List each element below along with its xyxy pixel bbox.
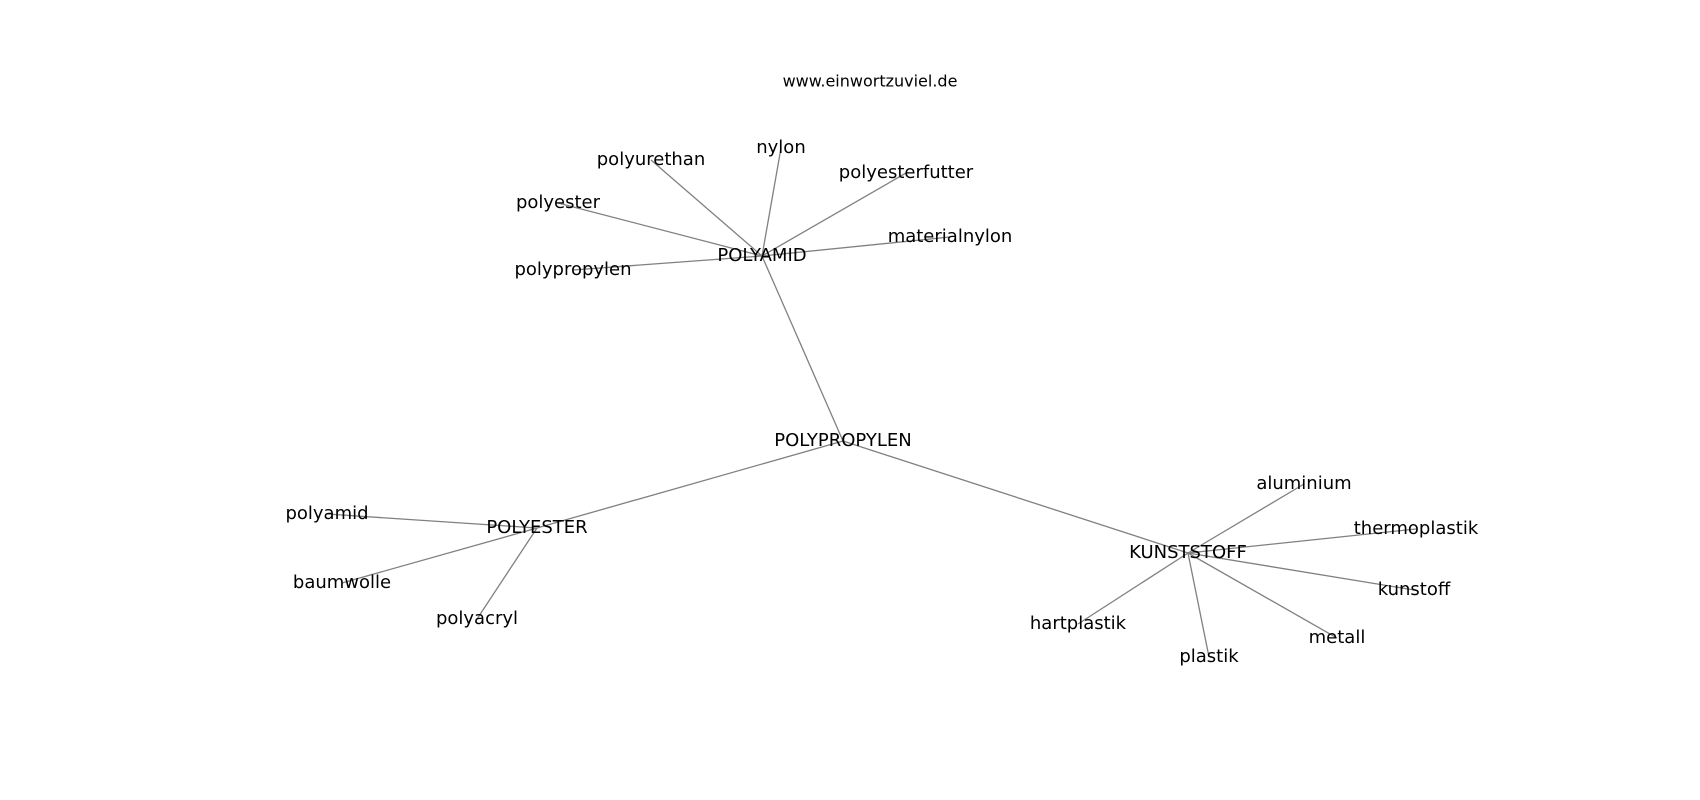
edge-polyamid-polyesterfutter	[761, 172, 907, 257]
edge-polyamid-materialnylon	[761, 236, 951, 257]
edge-polyester-polyamid	[326, 513, 538, 529]
node-label-polyamid: POLYAMID	[717, 245, 806, 266]
node-label-hartplastik: hartplastik	[1030, 613, 1127, 634]
node-label-thermoplastik: thermoplastik	[1354, 518, 1479, 539]
edge-polypropylen-polyester	[536, 440, 844, 529]
edge-polyester-baumwolle	[341, 527, 538, 584]
nodes-layer: POLYPROPYLEN POLYAMID POLYESTER KUNSTSTOFF p…	[285, 137, 1478, 667]
edge-kunststoff-hartplastik	[1077, 552, 1189, 625]
edge-kunststoff-aluminium	[1187, 483, 1305, 554]
node-label-polyester: POLYESTER	[486, 517, 587, 538]
edge-kunststoff-thermoplastik	[1187, 528, 1417, 554]
edge-polyester-polyacryl	[476, 527, 538, 620]
node-label-polyurethan: polyurethan	[597, 149, 705, 170]
source-url-label: www.einwortzuviel.de	[783, 72, 958, 91]
edge-polypropylen-kunststoff	[842, 440, 1189, 554]
node-label-nylon: nylon	[756, 137, 805, 158]
node-label-kunststoff: KUNSTSTOFF	[1129, 542, 1247, 563]
edge-kunststoff-plastik	[1187, 552, 1210, 658]
node-label-baumwolle: baumwolle	[293, 572, 391, 593]
edge-kunststoff-metall	[1187, 552, 1338, 639]
node-label-aluminium: aluminium	[1256, 473, 1351, 494]
node-label-polyamid: polyamid	[285, 503, 368, 524]
node-label-polyesterfutter: polyesterfutter	[839, 162, 974, 183]
node-label-polyacryl: polyacryl	[436, 608, 518, 629]
node-label-polypropylen: POLYPROPYLEN	[774, 430, 912, 451]
edge-kunststoff-kunstoff	[1187, 552, 1415, 591]
node-label-metall: metall	[1309, 627, 1366, 648]
edges-layer	[326, 147, 1417, 658]
node-label-polypropylen: polypropylen	[514, 259, 631, 280]
edge-polyamid-polypropylen	[572, 255, 763, 271]
edge-polypropylen-polyamid	[761, 255, 844, 442]
edge-polyamid-polyurethan	[650, 159, 763, 257]
node-label-polyester: polyester	[516, 192, 601, 213]
edge-polyamid-nylon	[761, 147, 782, 257]
edge-polyamid-polyester	[557, 202, 763, 257]
node-label-materialnylon: materialnylon	[888, 226, 1013, 247]
node-label-kunstoff: kunstoff	[1378, 579, 1451, 600]
node-label-plastik: plastik	[1179, 646, 1239, 667]
